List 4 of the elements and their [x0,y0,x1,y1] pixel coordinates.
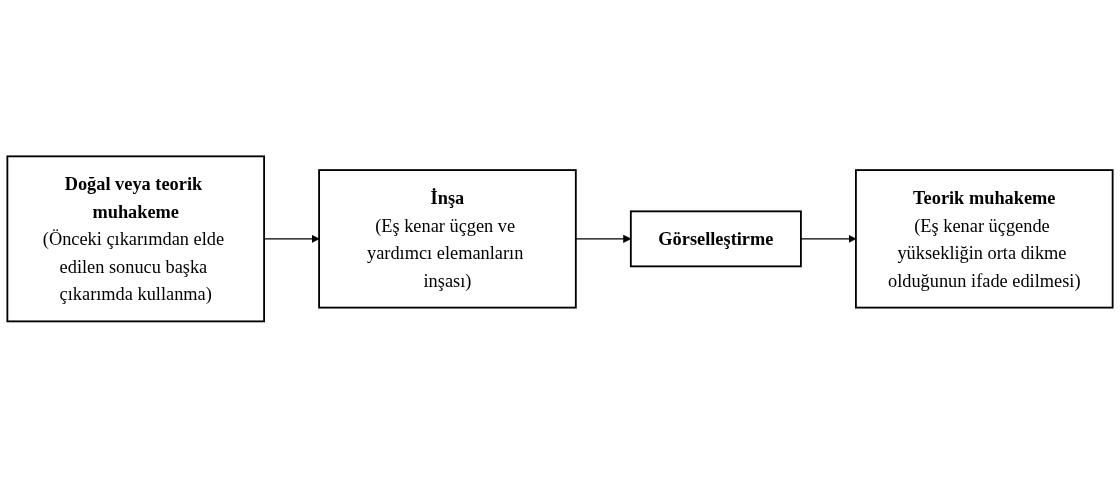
node-box: Görselleştirme [629,210,802,268]
node-box: İnşa (Eş kenar üçgen ve yardımcı elemanların inşası) [318,169,577,309]
node-box: Doğal veya teorik muhakeme (Önceki çıkarımdan elde edilen sonucu başka çıkarımda kullanma) [6,155,265,323]
node-box: Teorik muhakeme (Eş kenar üçgende yüksekliğin orta dikme olduğunun ifade edilmesi) [855,169,1114,309]
